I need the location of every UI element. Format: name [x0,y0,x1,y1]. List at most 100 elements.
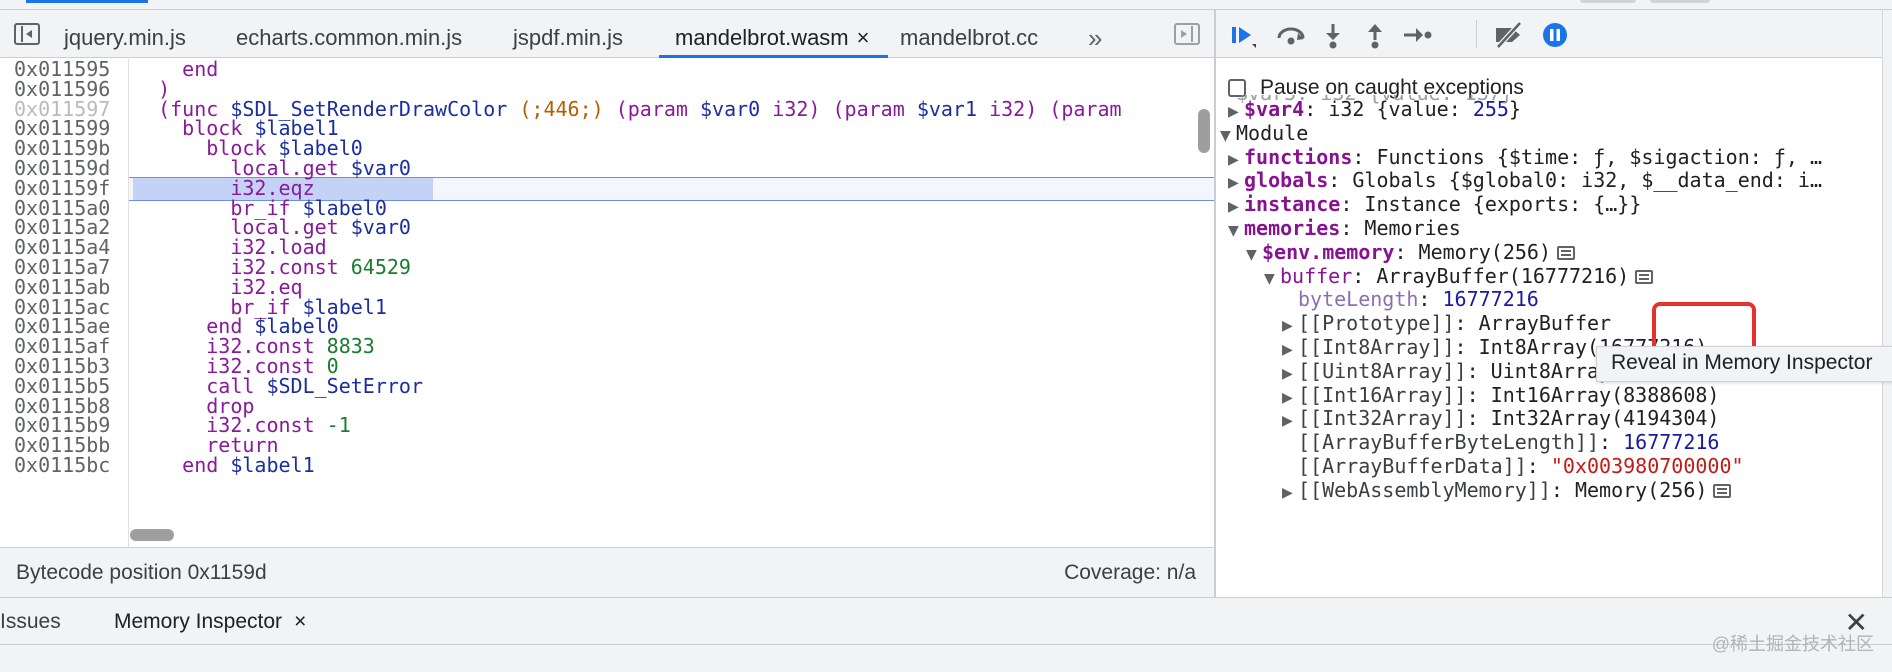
collapsed-triangle-icon[interactable]: ▶ [1228,199,1239,216]
code-line-address[interactable]: 0x0115a7 [14,255,111,279]
code-line-address[interactable]: 0x01159f [14,175,111,200]
step-icon[interactable] [1400,20,1434,50]
step-into-icon[interactable] [1316,20,1350,50]
pause-on-exceptions-icon[interactable] [1538,20,1572,50]
collapsed-triangle-icon[interactable]: ▶ [1228,151,1239,168]
scope-tree-item[interactable]: ▶[[Int16Array]]: Int16Array(8388608) [1282,383,1719,407]
collapsed-triangle-icon[interactable]: ▶ [1228,104,1239,120]
more-tabs-icon[interactable]: » [1088,23,1103,53]
expanded-triangle-icon[interactable]: ▼ [1220,127,1231,144]
close-drawer-icon[interactable]: ✕ [1844,607,1868,638]
scope-tree-item[interactable]: ▶$var4: i32 {value: 255} [1228,97,1521,121]
code-line[interactable]: 0x0115b5 call $SDL_SetError [0,374,1200,398]
collapsed-triangle-icon[interactable]: ▶ [1282,365,1293,382]
horizontal-scrollbar-thumb[interactable] [130,529,174,541]
scope-tree-item[interactable]: ▼buffer: ArrayBuffer(16777216) [1264,264,1654,288]
split-divider[interactable] [1214,10,1216,597]
code-line[interactable]: 0x0115a0 br_if $label0 [0,196,1200,220]
collapsed-triangle-icon[interactable]: ▶ [1228,175,1239,192]
collapsed-triangle-icon[interactable]: ▶ [1282,484,1293,501]
tab-echarts[interactable]: echarts.common.min.js [236,20,462,58]
collapsed-triangle-icon[interactable]: ▶ [1282,413,1293,430]
code-line[interactable]: 0x011596 ) [0,77,1200,101]
scope-tree-item[interactable]: ▶functions: Functions {$time: ƒ, $sigact… [1228,145,1822,169]
code-line-address[interactable]: 0x01159b [14,136,111,161]
close-tab-icon[interactable]: × [294,610,307,633]
scope-tree-item[interactable]: ▶[[WebAssemblyMemory]]: Memory(256) [1282,478,1732,502]
code-line[interactable]: 0x011597 (func $SDL_SetRenderDrawColor (… [0,97,1200,121]
expanded-triangle-icon[interactable]: ▼ [1264,270,1275,287]
pause-on-caught-checkbox[interactable] [1228,79,1246,97]
code-line[interactable]: 0x011595 end [0,59,1200,81]
code-line-address[interactable]: 0x0115ae [14,314,111,339]
code-line[interactable]: 0x01159d local.get $var0 [0,156,1200,180]
code-line-address[interactable]: 0x0115a4 [14,235,111,260]
code-line-address[interactable]: 0x0115a0 [14,195,111,220]
scope-tree-item[interactable]: ▼memories: Memories [1228,216,1461,240]
code-line[interactable]: 0x011599 block $label1 [0,116,1200,140]
code-line-address[interactable]: 0x0115af [14,334,111,359]
top-button-stub[interactable] [1650,0,1710,3]
drawer-tab-issues[interactable]: Issues [0,610,61,634]
navigator-toggle-icon[interactable] [14,23,40,45]
step-out-icon[interactable] [1358,20,1392,50]
scope-tree-item[interactable]: ▶instance: Instance {exports: {…}} [1228,192,1641,216]
collapsed-triangle-icon[interactable]: ▶ [1282,389,1293,406]
memory-inspector-icon[interactable] [1635,269,1654,284]
code-line[interactable]: 0x0115ab i32.eq [0,275,1200,299]
code-line[interactable]: 0x0115a7 i32.const 64529 [0,255,1200,279]
code-line-address[interactable]: 0x0115b3 [14,354,111,378]
deactivate-breakpoints-icon[interactable] [1492,20,1526,50]
code-line[interactable]: 0x01159f i32.eqz [0,176,1200,200]
code-line[interactable]: 0x0115bc end $label1 [0,453,1200,477]
scope-tree-item[interactable]: [[ArrayBufferData]]: "0x003980700000" [1282,454,1744,478]
code-line-address[interactable]: 0x011595 [14,59,111,81]
code-line-address[interactable]: 0x0115bc [14,453,111,477]
code-line-address[interactable]: 0x0115ac [14,294,111,319]
close-tab-icon[interactable]: × [856,25,870,50]
code-line-address[interactable]: 0x0115a2 [14,215,111,240]
memory-inspector-icon[interactable] [1713,483,1732,498]
code-line-address[interactable]: 0x0115b9 [14,413,111,438]
collapsed-triangle-icon[interactable]: ▶ [1282,318,1293,335]
resume-icon[interactable] [1226,20,1260,50]
scope-tree-item[interactable]: ▶[[Int32Array]]: Int32Array(4194304) [1282,406,1719,430]
code-line[interactable]: 0x0115b9 i32.const -1 [0,413,1200,437]
step-over-icon[interactable] [1274,20,1308,50]
code-line[interactable]: 0x0115a2 local.get $var0 [0,215,1200,239]
code-line[interactable]: 0x0115b3 i32.const 0 [0,354,1200,378]
tab-mandelbrot-cc[interactable]: mandelbrot.cc [900,20,1038,58]
code-line-address[interactable]: 0x011599 [14,116,111,141]
code-line[interactable]: 0x0115b8 drop [0,394,1200,418]
scope-tree-item[interactable]: [[ArrayBufferByteLength]]: 16777216 [1282,430,1719,454]
scope-tree-item[interactable]: ▶[[Prototype]]: ArrayBuffer [1282,311,1611,335]
code-line[interactable]: 0x0115af i32.const 8833 [0,334,1200,358]
top-button-stub[interactable] [1580,0,1636,3]
code-line[interactable]: 0x0115ae end $label0 [0,314,1200,338]
code-line[interactable]: 0x01159b block $label0 [0,136,1200,160]
collapsed-triangle-icon[interactable]: ▶ [1282,342,1293,358]
debugger-sidebar-toggle-icon[interactable] [1174,23,1200,45]
code-line-address[interactable]: 0x0115b8 [14,393,111,418]
drawer-tab-memory-inspector[interactable]: Memory Inspector× [97,610,321,648]
scope-tree-item[interactable]: ▼Module [1220,121,1308,145]
expanded-triangle-icon[interactable]: ▼ [1228,223,1239,239]
code-line-address[interactable]: 0x01159d [14,156,111,180]
code-line-address[interactable]: 0x0115b5 [14,373,111,398]
scope-tree-item[interactable]: byteLength: 16777216 [1282,287,1539,311]
code-line[interactable]: 0x0115bb return [0,433,1200,457]
code-line-address[interactable]: 0x0115ab [14,274,111,299]
tab-jquery[interactable]: jquery.min.js [64,20,186,58]
scope-tree-item[interactable]: ▶globals: Globals {$global0: i32, $__dat… [1228,168,1822,192]
code-line[interactable]: 0x0115a4 i32.load [0,235,1200,259]
code-line-address[interactable]: 0x011597 [14,96,111,121]
code-line[interactable]: 0x0115ac br_if $label1 [0,295,1200,319]
memory-inspector-icon[interactable] [1557,245,1575,260]
tab-mandelbrot-wasm[interactable]: mandelbrot.wasm× [659,20,887,58]
code-line-address[interactable]: 0x0115bb [14,433,111,458]
coverage-status[interactable]: Coverage: n/a [1064,561,1196,584]
expanded-triangle-icon[interactable]: ▼ [1246,246,1257,263]
tab-jspdf[interactable]: jspdf.min.js [513,20,623,58]
code-line-address[interactable]: 0x011596 [14,76,111,101]
